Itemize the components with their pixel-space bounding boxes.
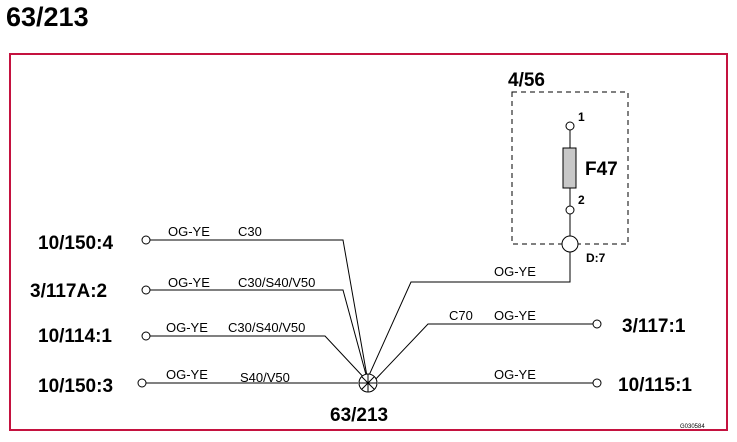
connector-label-left-2: 3/117A:2 bbox=[30, 281, 107, 302]
fuse-pin-2 bbox=[565, 205, 575, 215]
connector-label-left-4: 10/150:3 bbox=[38, 376, 113, 397]
fuse-name: F47 bbox=[585, 159, 618, 180]
fuse-box-label: 4/56 bbox=[508, 70, 545, 91]
connector-pin-right-2 bbox=[592, 378, 602, 388]
connector-label-right-2: 10/115:1 bbox=[618, 375, 692, 396]
wire-color-left-1: OG-YE bbox=[168, 224, 210, 239]
wire-color-left-2: OG-YE bbox=[168, 275, 210, 290]
image-code: G030584 bbox=[680, 424, 705, 430]
connector-label-right-1: 3/117:1 bbox=[622, 316, 686, 337]
fuse-symbol bbox=[562, 147, 577, 189]
wire-variant-left-1: C30 bbox=[238, 224, 262, 239]
wire-color-left-4: OG-YE bbox=[166, 367, 208, 382]
fuse-output-pin bbox=[561, 235, 579, 253]
wire-variant-left-3: C30/S40/V50 bbox=[228, 320, 305, 335]
fuse-pin-1 bbox=[565, 121, 575, 131]
wire-color-left-3: OG-YE bbox=[166, 320, 208, 335]
diagram-frame bbox=[9, 53, 728, 431]
wire-variant-right-1: C70 bbox=[449, 308, 473, 323]
wire-left-1 bbox=[150, 239, 369, 383]
fuse-output-pin-label: D:7 bbox=[586, 251, 606, 265]
splice-label: 63/213 bbox=[330, 405, 388, 426]
connector-pin-right-1 bbox=[592, 319, 602, 329]
wire-color-right-2: OG-YE bbox=[494, 367, 536, 382]
wire-fuse-to-splice bbox=[365, 252, 571, 383]
page-title: 63/213 bbox=[6, 2, 89, 32]
wire-color-right-1: OG-YE bbox=[494, 308, 536, 323]
connector-label-left-1: 10/150:4 bbox=[38, 233, 113, 254]
fuse-pin-2-label: 2 bbox=[578, 193, 585, 207]
wire-left-2 bbox=[150, 289, 369, 383]
connector-label-left-3: 10/114:1 bbox=[38, 326, 112, 347]
wire-right-1 bbox=[372, 323, 593, 383]
connector-pin-left-4 bbox=[137, 378, 147, 388]
connector-pin-left-1 bbox=[141, 235, 151, 245]
wire-variant-left-2: C30/S40/V50 bbox=[238, 275, 315, 290]
connector-pin-left-2 bbox=[141, 285, 151, 295]
wire-fuse-color: OG-YE bbox=[494, 264, 536, 279]
wire-variant-left-4: S40/V50 bbox=[240, 370, 290, 385]
fuse-pin-1-label: 1 bbox=[578, 110, 585, 124]
connector-pin-left-3 bbox=[141, 331, 151, 341]
wire-left-3 bbox=[150, 335, 369, 383]
